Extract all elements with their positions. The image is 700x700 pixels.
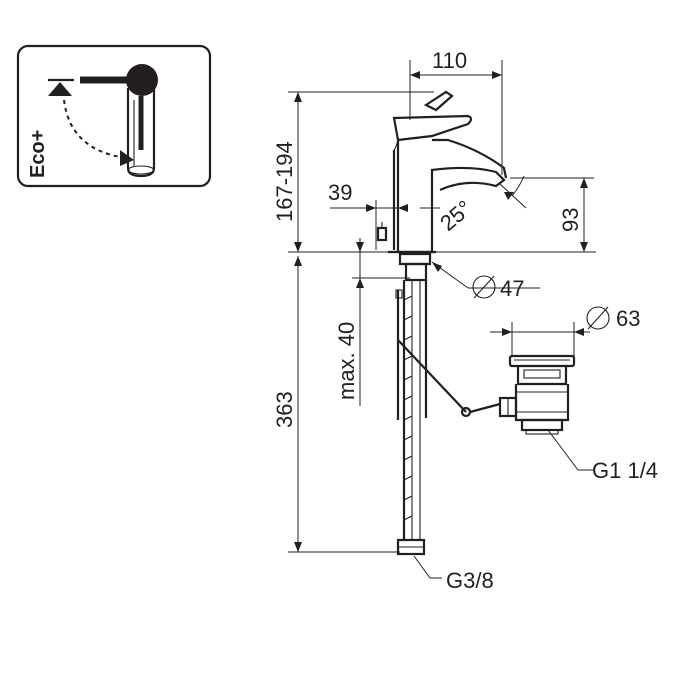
label-thread-g38: G3/8 — [446, 568, 494, 593]
eco-info-box: Eco+ — [16, 44, 212, 188]
eco-label: Eco+ — [27, 130, 49, 178]
eco-lever-icon — [48, 64, 158, 178]
hose-hatching — [403, 295, 413, 521]
faucet-drawing — [376, 90, 508, 556]
label-height-363: 363 — [272, 391, 297, 428]
label-max-40: max. 40 — [334, 322, 359, 400]
dimension-lines — [288, 60, 610, 579]
label-thread-g114: G1 1/4 — [592, 458, 658, 483]
label-offset-39: 39 — [328, 180, 352, 205]
label-width-110: 110 — [432, 48, 467, 73]
label-diameter-47: 47 — [500, 276, 524, 301]
label-diameter-63: 63 — [616, 306, 640, 331]
label-angle-25: 25° — [435, 195, 477, 236]
label-height-93: 93 — [558, 208, 583, 232]
dimension-labels: 110 167-194 39 25° 93 47 max. 40 363 63 … — [272, 48, 658, 593]
label-height-range: 167-194 — [272, 141, 297, 222]
drain-assembly — [498, 354, 576, 435]
